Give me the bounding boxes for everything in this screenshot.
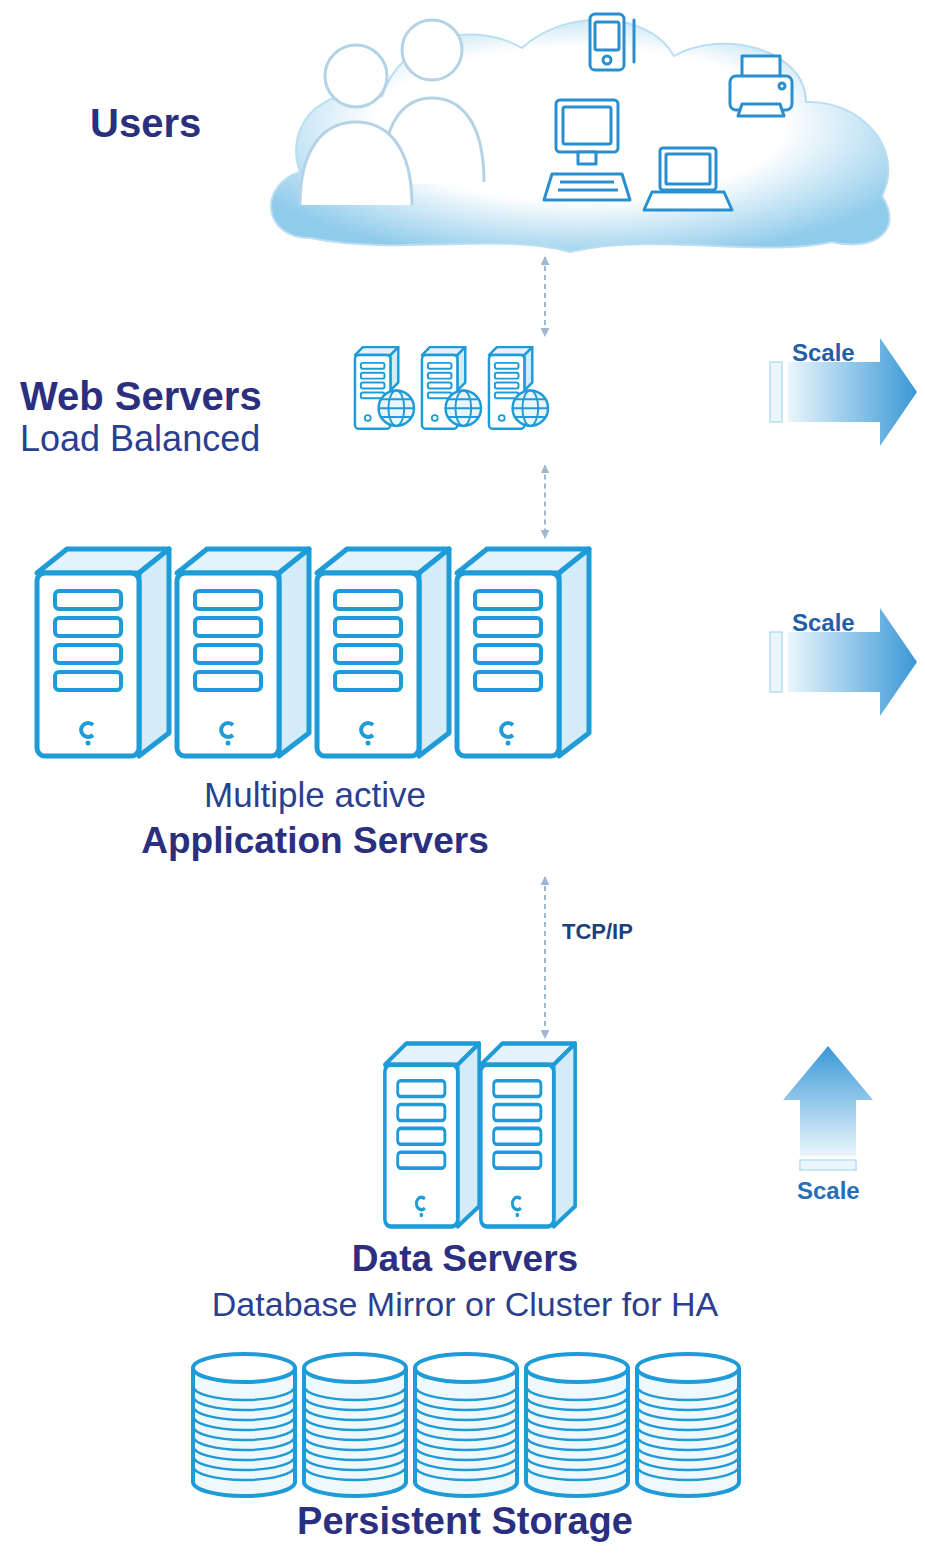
user-cloud <box>271 20 890 252</box>
application-server-icon <box>37 549 169 756</box>
scale-arrow <box>770 608 917 716</box>
network-link <box>544 877 546 1038</box>
scale-label: Scale <box>797 1178 860 1204</box>
tier-heading: Web Servers <box>20 373 262 419</box>
tier-heading: Users <box>90 100 201 146</box>
server-tier: Web ServersLoad Balanced <box>15 338 575 463</box>
tier-heading: Data Servers <box>352 1238 578 1281</box>
tier-heading: Persistent Storage <box>297 1500 633 1544</box>
data-server-icon <box>481 1044 575 1227</box>
server-tier: Multiple activeApplication Servers <box>30 540 600 875</box>
storage-disk-icon <box>637 1354 739 1496</box>
storage-disk-icon <box>415 1354 517 1496</box>
tier-subtitle: Load Balanced <box>20 418 260 459</box>
user-figures <box>300 20 484 205</box>
tier-subtitle: Database Mirror or Cluster for HA <box>212 1285 718 1324</box>
network-link <box>544 257 546 336</box>
network-link <box>544 465 546 538</box>
application-server-icon <box>177 549 309 756</box>
storage-disk-icon <box>526 1354 628 1496</box>
data-server-icon <box>385 1044 479 1227</box>
scale-arrow <box>783 1046 873 1170</box>
server-tier: Users <box>80 0 920 255</box>
application-server-icon <box>317 549 449 756</box>
storage-disk-icon <box>304 1354 406 1496</box>
server-tier: Persistent Storage <box>180 1345 750 1555</box>
tier-subtitle: Multiple active <box>204 775 426 815</box>
web-server-icon <box>355 347 414 429</box>
tier-heading: Application Servers <box>141 820 489 863</box>
application-server-icon <box>457 549 589 756</box>
scale-label: Scale <box>792 340 855 366</box>
storage-disk-icon <box>193 1354 295 1496</box>
link-label: TCP/IP <box>559 919 636 945</box>
web-server-icon <box>489 347 548 429</box>
user-devices <box>544 14 792 210</box>
scale-arrow <box>770 338 917 446</box>
web-server-icon <box>422 347 481 429</box>
server-tier: Data ServersDatabase Mirror or Cluster f… <box>125 1040 805 1340</box>
scale-label: Scale <box>792 610 855 636</box>
